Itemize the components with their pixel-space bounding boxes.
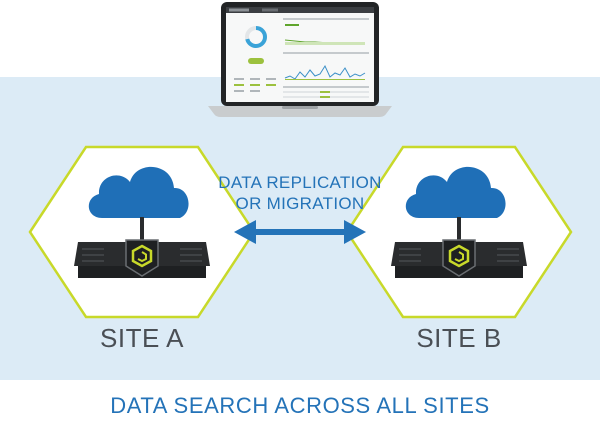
arrow-label-line2: OR MIGRATION [235, 194, 365, 213]
site-a-label: SITE A [100, 323, 184, 353]
arrow-label: DATA REPLICATION OR MIGRATION [200, 172, 400, 214]
arrow-label-line1: DATA REPLICATION [218, 173, 382, 192]
site-b-label: SITE B [416, 323, 502, 353]
double-arrow-icon [234, 220, 366, 244]
footer-caption: DATA SEARCH ACROSS ALL SITES [110, 393, 490, 418]
